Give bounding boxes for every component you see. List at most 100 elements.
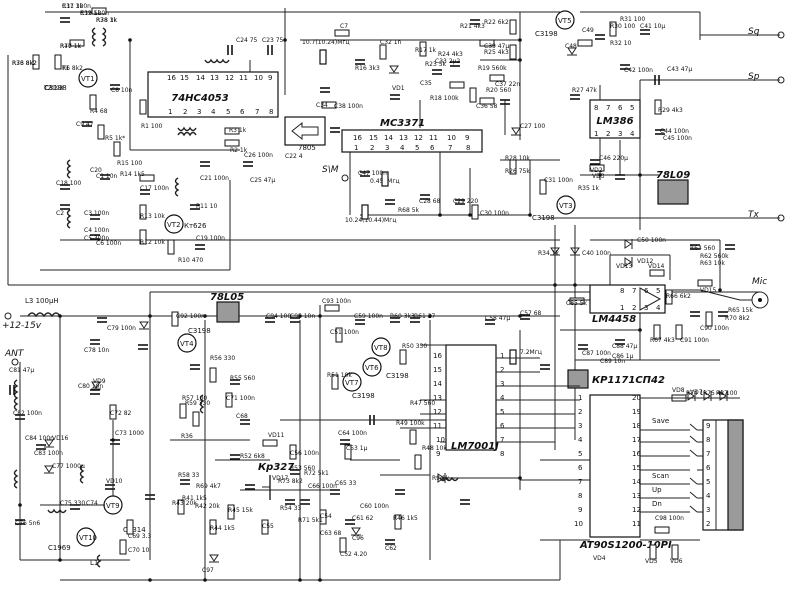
button-scan-label: Scan (652, 472, 669, 480)
ic-lm386: LM386 8 7 6 5 1 2 3 4 (589, 99, 641, 139)
component-label: C20 (90, 167, 102, 174)
port-sp: Sp (748, 72, 785, 84)
component-label: C52 4.20 (340, 551, 367, 558)
component-label: R64 560 (690, 245, 715, 252)
component-label: C88 47µ (612, 343, 637, 350)
component-label: C27 100 (520, 123, 545, 130)
ic-lm7001j-label: LM7001J (451, 441, 499, 452)
port-sq: Sq (748, 27, 785, 39)
svg-text:L1: L1 (90, 559, 98, 567)
component-label: C25 47µ (250, 177, 275, 184)
svg-text:2: 2 (183, 108, 187, 116)
transistor-kp327: Кр327 (258, 462, 294, 500)
svg-text:3: 3 (706, 506, 710, 514)
svg-text:VT4: VT4 (180, 340, 194, 348)
svg-text:2: 2 (578, 408, 582, 416)
svg-text:Sp: Sp (748, 72, 760, 82)
svg-text:18: 18 (632, 422, 641, 430)
svg-text:+12-15v: +12-15v (2, 321, 42, 331)
svg-text:15: 15 (632, 464, 641, 472)
svg-text:8: 8 (620, 287, 624, 295)
component-label: C56 100n (290, 450, 319, 457)
component-label: R52 6k8 (240, 453, 265, 460)
svg-text:VT10: VT10 (79, 534, 97, 542)
ic-lm7001j: LM7001J 16 15 14 13 12 11 10 9 1 2 3 4 5… (433, 344, 505, 458)
component-label: R30 100 (610, 23, 635, 30)
component-label: C94 100 (266, 313, 291, 320)
junction-dots (18, 38, 722, 582)
component-label: R32 10 (610, 40, 632, 47)
svg-text:2: 2 (370, 144, 374, 152)
svg-text:КР1171СП42: КР1171СП42 (592, 375, 665, 386)
component-label: C12 100n (80, 10, 109, 17)
component-label: C41 10µ (640, 23, 665, 30)
svg-text:VT8: VT8 (374, 344, 388, 352)
component-label: C77 1000µ (52, 463, 85, 470)
component-label: C30 100n (480, 210, 509, 217)
svg-text:4: 4 (578, 436, 583, 444)
component-label: C3198 (44, 85, 64, 92)
ic-at90s1200: AT90S1200-10PI 1 2 3 4 5 6 7 8 9 10 20 1… (574, 394, 672, 551)
component-label: R45 15k (228, 507, 253, 514)
svg-text:15: 15 (369, 134, 378, 142)
diodes (44, 47, 728, 563)
port-power: +12-15v L3 100µH (2, 297, 61, 331)
svg-text:6: 6 (240, 108, 245, 116)
component-label: R34 1k (538, 250, 560, 257)
component-label: C4 100n (84, 227, 109, 234)
component-label: C19 100n (196, 235, 225, 242)
component-label: R2 1k (230, 147, 248, 154)
capacitors (9, 17, 735, 545)
component-label: R14 1k5 (120, 171, 145, 178)
component-label: R10 470 (178, 257, 203, 264)
svg-text:VT3: VT3 (559, 202, 573, 210)
component-label: R44 1k5 (210, 525, 235, 532)
component-label: C86 1µ (612, 353, 634, 360)
ic-at90s1200-label: AT90S1200-10PI (579, 540, 672, 551)
port-tx: Tx (748, 210, 785, 222)
svg-text:11: 11 (429, 134, 438, 142)
component-label: C29 220 (453, 198, 478, 205)
svg-text:8: 8 (594, 104, 598, 112)
component-label: R58 33 (178, 472, 200, 479)
svg-text:13: 13 (632, 492, 641, 500)
svg-text:C3198: C3198 (188, 327, 211, 335)
component-label: R48 10k (422, 445, 447, 452)
component-label: C3 100n (84, 210, 109, 217)
component-label: C40 100n (582, 250, 611, 257)
component-label: R11 10 (196, 203, 218, 210)
svg-text:17: 17 (632, 436, 641, 444)
svg-text:15: 15 (433, 366, 442, 374)
svg-text:10.24(10.44)Мгц: 10.24(10.44)Мгц (345, 217, 396, 224)
svg-text:6: 6 (430, 144, 435, 152)
svg-text:3: 3 (618, 130, 622, 138)
component-label: VD10 (106, 478, 123, 485)
component-label: R61 27 (414, 313, 436, 320)
component-label: C59 100n (354, 313, 383, 320)
ic-lm4458: LM4458 8 7 6 5 1 2 3 4 (589, 284, 666, 325)
svg-text:8: 8 (706, 436, 710, 444)
transistor-vt8: VT8 (371, 337, 391, 357)
regulator-7805: 7805 (284, 116, 326, 152)
component-label: C85 5k (566, 300, 588, 307)
button-up-label: Up (652, 486, 662, 494)
component-label: C66 100n (308, 483, 337, 490)
svg-text:5: 5 (500, 408, 504, 416)
component-label: R29 4k3 (658, 107, 683, 114)
component-label: R70 8k2 (725, 315, 750, 322)
component-label: VD13 (616, 263, 633, 270)
svg-text:11: 11 (239, 74, 248, 82)
svg-text:11: 11 (433, 422, 442, 430)
svg-text:1: 1 (354, 144, 358, 152)
component-label: R60 3k3 (390, 313, 415, 320)
lower-wires (19, 239, 752, 581)
component-label: R12 10k (140, 239, 165, 246)
component-label: C64 100n (338, 430, 367, 437)
component-label: R71 5k1 (298, 517, 323, 524)
svg-text:4: 4 (656, 304, 661, 312)
component-label: R39 5k (80, 10, 102, 17)
component-label: C83 100n (34, 450, 63, 457)
